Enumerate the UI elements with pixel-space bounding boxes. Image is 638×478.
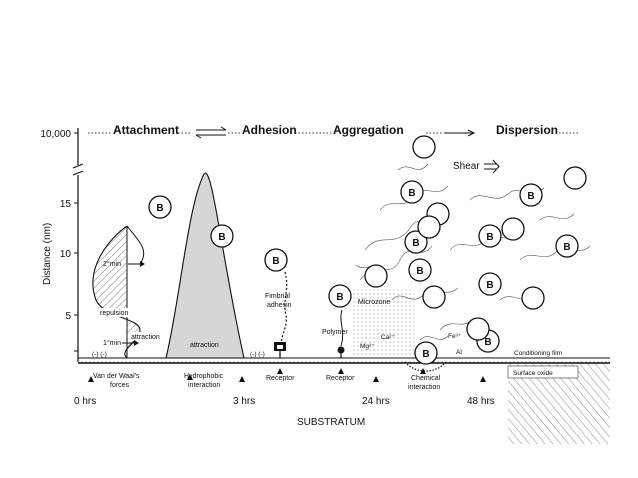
chemical-label-line1: Chemical <box>411 375 441 382</box>
mg-label: Mg²⁺ <box>360 343 375 350</box>
al-label: Al <box>456 349 462 356</box>
microzone-label: Microzone <box>358 299 390 306</box>
shear-label: Shear <box>453 161 480 172</box>
bacterium-cell: B <box>210 224 234 248</box>
hydrophobic-label-line1: Hydrophobic <box>184 373 224 380</box>
shear-indicator: Shear <box>453 159 500 174</box>
polymer-structure: Polymer <box>322 309 348 358</box>
svg-text:B: B <box>408 188 415 199</box>
fimbrial-adhesin: Fimbrial adhesin (-) (-) <box>250 271 292 358</box>
y-axis-title: Distance (nm) <box>42 223 53 285</box>
bacterium-cell: B <box>519 183 543 207</box>
attraction-peak-label: attraction <box>190 342 219 349</box>
y-tick-15: 15 <box>60 199 72 210</box>
detached-cells <box>364 135 587 341</box>
chemical-label-line2: interaction <box>408 384 440 391</box>
stage-attachment: Attachment <box>113 123 179 137</box>
empty-cell <box>563 166 587 190</box>
svg-text:B: B <box>156 203 163 214</box>
up-arrow-icon <box>88 368 486 382</box>
y-tick-10000: 10,000 <box>40 129 71 140</box>
svg-text:B: B <box>486 232 493 243</box>
two-min-arrow-icon <box>128 261 145 267</box>
svg-text:B: B <box>422 349 429 360</box>
svg-text:B: B <box>484 337 491 348</box>
receptor-label-2: Receptor <box>326 375 355 382</box>
one-min-label: 1°min <box>103 339 121 347</box>
stage-adhesion: Adhesion <box>242 123 297 137</box>
fimbrial-label-line2: adhesin <box>267 302 292 309</box>
svg-text:B: B <box>412 238 419 249</box>
van-der-waals-curve: repulsion 2°min attraction 1°min (-) (-) <box>92 225 170 359</box>
time-24-hrs: 24 hrs <box>362 396 390 407</box>
empty-cell <box>417 215 441 239</box>
repulsion-label: repulsion <box>100 310 129 317</box>
shear-arrow-icon <box>484 159 500 174</box>
empty-cell <box>466 317 490 341</box>
microzone-region: Microzone Ca²⁺ Mg²⁺ Fe³⁺ Al <box>352 290 462 372</box>
vdw-label-line2: forces <box>110 382 130 389</box>
bacterium-cell: B <box>478 224 502 248</box>
polymer-label: Polymer <box>322 329 348 336</box>
bacterium-cell: B <box>328 284 352 308</box>
bacterium-cell: B <box>414 341 438 365</box>
arrow-right-icon <box>444 129 476 137</box>
hydrophobic-peak: attraction <box>165 172 245 359</box>
svg-text:B: B <box>218 232 225 243</box>
hydrophobic-label-line2: interaction <box>188 382 220 389</box>
bacteria-cells: B B B B B B B B B B B B B <box>148 180 579 365</box>
time-0-hrs: 0 hrs <box>74 396 96 407</box>
bacterium-cell: B <box>148 195 172 219</box>
fimbrial-label-line1: Fimbrial <box>265 293 290 300</box>
vdw-label-line1: Van der Waal's <box>93 373 140 380</box>
bottom-annotations: Van der Waal's forces Hydrophobic intera… <box>74 368 495 428</box>
svg-text:B: B <box>527 191 534 202</box>
substratum-label: SUBSTRATUM <box>297 417 365 428</box>
empty-cell <box>412 135 436 159</box>
bacterium-cell: B <box>408 258 432 282</box>
two-min-label: 2°min <box>103 260 121 268</box>
bacterium-cell: B <box>404 230 428 254</box>
stage-header: Attachment Adhesion Aggregation Dispersi… <box>88 123 580 139</box>
empty-cell <box>501 217 525 241</box>
bacterium-cell: B <box>264 248 288 272</box>
y-axis: 10,000 15 10 5 Distance (nm) <box>40 128 84 362</box>
empty-cell <box>364 264 388 288</box>
attraction-small-label: attraction <box>131 334 160 341</box>
reversible-arrow-icon <box>195 126 227 139</box>
bacterium-cell: B <box>478 272 502 296</box>
empty-cell <box>521 286 545 310</box>
fimbrial-charges-label: (-) (-) <box>250 351 265 358</box>
time-3-hrs: 3 hrs <box>233 396 255 407</box>
stage-aggregation: Aggregation <box>333 123 404 137</box>
time-48-hrs: 48 hrs <box>467 396 495 407</box>
y-tick-5: 5 <box>65 311 71 322</box>
substratum-surface: Surface oxide Conditioning film <box>78 350 610 444</box>
svg-text:B: B <box>563 242 570 253</box>
stage-dispersion: Dispersion <box>496 123 558 137</box>
conditioning-film-label: Conditioning film <box>514 350 562 357</box>
y-tick-10: 10 <box>60 249 72 260</box>
receptor-label-1: Receptor <box>266 375 295 382</box>
surface-oxide-label: Surface oxide <box>513 370 553 377</box>
svg-text:B: B <box>416 266 423 277</box>
one-min-arrow-icon <box>122 340 139 346</box>
svg-text:B: B <box>336 292 343 303</box>
svg-text:B: B <box>486 280 493 291</box>
fe-label: Fe³⁺ <box>448 333 462 340</box>
bacterium-cell: B <box>400 180 424 204</box>
svg-text:B: B <box>272 256 279 267</box>
ca-label: Ca²⁺ <box>381 334 395 341</box>
bacterium-cell: B <box>555 234 579 258</box>
vdw-charges-label: (-) (-) <box>92 351 107 358</box>
empty-cell <box>422 285 446 309</box>
